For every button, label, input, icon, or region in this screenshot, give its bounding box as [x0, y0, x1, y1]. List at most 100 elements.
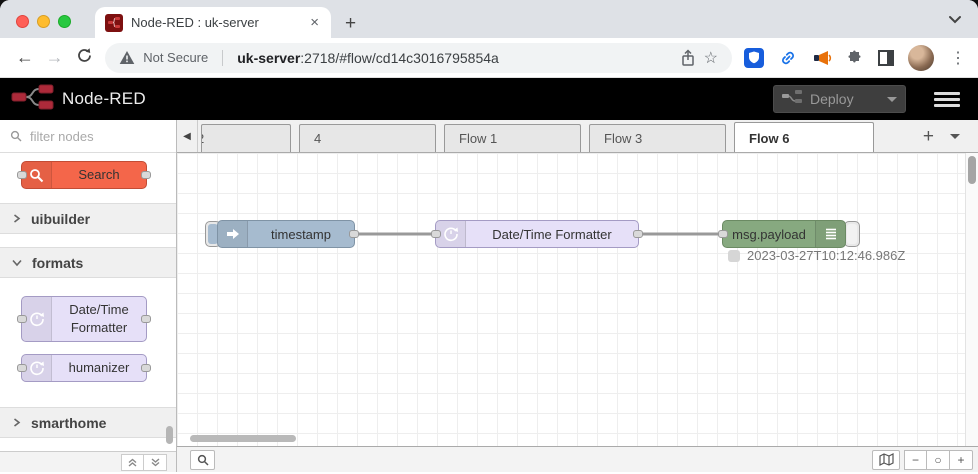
node-status: 2023-03-27T10:12:46.986Z: [728, 248, 905, 263]
palette-node-label: humanizer: [68, 360, 130, 376]
back-icon[interactable]: ←: [15, 47, 34, 67]
fullscreen-window-button[interactable]: [58, 15, 71, 28]
node-input-port[interactable]: [17, 315, 27, 323]
tab-search-chevron-icon[interactable]: [948, 12, 962, 30]
zoom-out-icon: −: [911, 452, 919, 467]
share-icon[interactable]: [680, 48, 696, 67]
forward-icon[interactable]: →: [45, 47, 64, 67]
main-menu-icon[interactable]: [934, 91, 960, 107]
node-output-port[interactable]: [349, 230, 359, 238]
node-red-favicon-icon: [105, 13, 123, 32]
node-label: timestamp: [271, 226, 331, 242]
bookmark-star-icon[interactable]: ☆: [703, 49, 718, 67]
minimize-window-button[interactable]: [37, 15, 50, 28]
not-secure-warning-icon[interactable]: [119, 50, 135, 65]
datetime-formatter-node[interactable]: Date/Time Formatter: [431, 220, 643, 248]
address-bar[interactable]: Not Secure uk-server:2718/#flow/cd14c301…: [105, 42, 732, 73]
filter-search-icon: [10, 130, 22, 142]
palette-scrollbar-thumb[interactable]: [166, 426, 173, 444]
filter-nodes-input[interactable]: [28, 127, 138, 145]
node-input-port[interactable]: [431, 230, 441, 238]
browser-toolbar: ← → Not Secure uk-server:2718/#flow/cd14…: [0, 38, 978, 78]
workspace-tab-flow1[interactable]: Flow 1: [444, 124, 581, 152]
password-manager-extension-icon[interactable]: [743, 47, 764, 68]
flow-editor: ◀ 2 4 Flow 1 Flow 3 Flow 6: [177, 120, 978, 472]
debug-list-icon: [815, 221, 845, 247]
canvas-vertical-scrollbar[interactable]: [968, 156, 976, 184]
flow-list-dropdown-icon[interactable]: [950, 134, 960, 139]
node-input-port[interactable]: [17, 364, 27, 372]
workspace-tab-flow6-active[interactable]: Flow 6: [734, 122, 874, 152]
palette-category-smarthome[interactable]: smarthome: [0, 407, 176, 438]
chevron-right-icon: [14, 418, 21, 427]
palette-category-formats[interactable]: formats: [0, 247, 176, 278]
status-text: 2023-03-27T10:12:46.986Z: [747, 248, 906, 263]
close-window-button[interactable]: [16, 15, 29, 28]
palette-node-humanizer[interactable]: humanizer: [17, 354, 151, 382]
chevron-right-icon: [14, 214, 21, 223]
security-label: Not Secure: [143, 50, 209, 65]
deploy-button[interactable]: Deploy: [773, 85, 906, 113]
workspace-tabs: 2 4 Flow 1 Flow 3 Flow 6: [201, 119, 874, 152]
expand-all-categories-button[interactable]: [144, 453, 167, 471]
canvas-horizontal-scrollbar[interactable]: [190, 435, 296, 442]
url-host: uk-server: [237, 49, 301, 66]
node-red-header: Node-RED Deploy: [0, 78, 978, 120]
workspace-tab-4[interactable]: 4: [299, 124, 436, 152]
url-text[interactable]: uk-server:2718/#flow/cd14c3016795854a: [237, 50, 671, 66]
url-path: :2718/#flow/cd14c3016795854a: [300, 49, 499, 66]
node-output-port[interactable]: [141, 315, 151, 323]
add-flow-button[interactable]: +: [922, 126, 934, 147]
node-output-port[interactable]: [633, 230, 643, 238]
palette-footer: [0, 451, 176, 472]
tab-title: Node-RED : uk-server: [131, 15, 259, 30]
palette-category-uibuilder[interactable]: uibuilder: [0, 203, 176, 234]
extensions-puzzle-icon[interactable]: [846, 49, 864, 67]
palette-node-search[interactable]: Search: [17, 161, 151, 189]
workspace-tab-flow3[interactable]: Flow 3: [589, 124, 726, 152]
browser-menu-icon[interactable]: ⋮: [949, 49, 966, 67]
chevron-down-icon: [12, 259, 22, 267]
collapse-all-categories-button[interactable]: [121, 453, 144, 471]
navigator-map-button[interactable]: [872, 449, 900, 470]
reload-icon[interactable]: [69, 47, 99, 69]
palette-body: Search uibuilder formats: [0, 153, 176, 451]
inject-node[interactable]: timestamp: [217, 220, 359, 248]
reading-mode-icon[interactable]: [877, 49, 894, 66]
timer-node-icon: [22, 355, 52, 381]
node-input-port[interactable]: [17, 171, 27, 179]
profile-avatar[interactable]: [907, 44, 934, 71]
node-output-port[interactable]: [141, 171, 151, 179]
node-input-port[interactable]: [718, 230, 728, 238]
debug-node[interactable]: msg.payload: [718, 220, 846, 248]
extensions-row: ⋮: [743, 44, 968, 71]
search-flows-button[interactable]: [190, 449, 215, 470]
chrome-tabstrip: Node-RED : uk-server × +: [0, 0, 978, 38]
megaphone-extension-icon[interactable]: [812, 49, 832, 67]
canvas-vertical-scroll-track[interactable]: [965, 153, 978, 446]
timer-node-icon: [22, 297, 52, 341]
tab-scroll-left-icon[interactable]: ◀: [177, 120, 198, 152]
deploy-dropdown-icon[interactable]: [887, 96, 897, 102]
tab-close-icon[interactable]: ×: [310, 14, 319, 31]
flow-canvas[interactable]: timestamp Date/Time Formatter: [177, 153, 978, 446]
macos-window-controls: [16, 15, 71, 28]
workspace-tab-2[interactable]: 2: [201, 124, 291, 152]
category-label: smarthome: [31, 414, 107, 431]
zoom-out-button[interactable]: −: [904, 449, 927, 470]
category-label: uibuilder: [31, 210, 91, 227]
node-output-port[interactable]: [141, 364, 151, 372]
zoom-reset-button[interactable]: ○: [927, 449, 950, 470]
wires: [355, 232, 722, 236]
zoom-reset-icon: ○: [934, 452, 942, 467]
search-node-icon: [22, 162, 52, 188]
view-controls: − ○ +: [872, 449, 973, 470]
debug-toggle-button[interactable]: [844, 221, 860, 247]
deploy-icon: [782, 89, 802, 109]
new-tab-button[interactable]: +: [345, 13, 357, 34]
node-label: msg.payload: [732, 226, 806, 242]
browser-tab[interactable]: Node-RED : uk-server ×: [95, 7, 331, 38]
link-extension-icon[interactable]: [778, 48, 798, 68]
palette-node-datetime-formatter[interactable]: Date/Time Formatter: [17, 296, 151, 342]
zoom-in-button[interactable]: +: [950, 449, 973, 470]
